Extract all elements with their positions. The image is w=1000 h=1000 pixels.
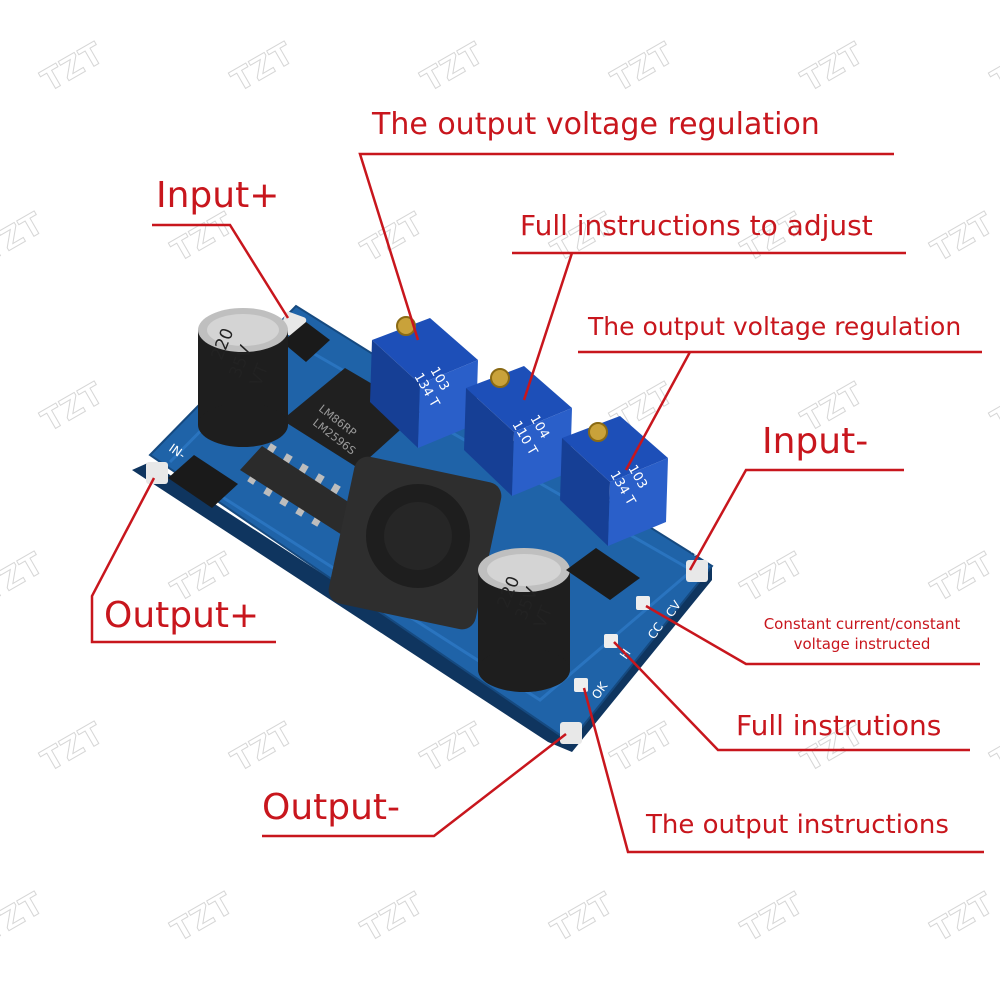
label-full-instructions: Full instrutions [736,709,942,742]
label-input-minus: Input- [762,421,869,462]
callout-input-minus [688,468,904,571]
label-output-instructions: The output instructions [646,810,949,840]
label-output-plus: Output+ [104,595,260,636]
callout-output-plus [90,477,276,644]
callout-full-adjust [512,251,906,401]
label-cc-cv-line-2: voltage instructed [793,635,931,654]
callout-cc-cv [645,604,980,666]
callout-output-instructions [582,687,984,854]
callout-input-plus [152,223,290,319]
transistor [282,322,330,362]
callout-lines [90,152,984,854]
led-full [604,634,618,648]
label-cc-cv-line-1: Constant current/constant [763,615,961,633]
label-output-minus: Output- [262,787,401,828]
label-cc-cv-indicator: Constant current/constant voltage instru… [744,614,980,655]
control-ic [566,548,640,600]
label-full-instructions-adjust: Full instructions to adjust [520,209,873,242]
capacitor-left [198,308,288,447]
potentiometer-2 [464,366,572,496]
pad-input-minus [686,560,708,582]
potentiometer-3 [560,416,668,546]
capacitor-right [478,548,570,692]
callout-voltage-reg-right [578,350,982,471]
potentiometer-1 [370,316,478,448]
callout-voltage-reg-top [358,152,894,341]
label-input-plus: Input+ [156,175,280,216]
callout-output-minus [262,733,567,838]
pad-in-minus [146,462,168,484]
label-voltage-regulation-right: The output voltage regulation [588,312,962,341]
diode [168,455,238,508]
label-voltage-regulation-top: The output voltage regulation [372,107,820,142]
led-ok [574,678,588,692]
callout-full-instructions [613,641,970,752]
pad-output-minus [560,722,582,744]
